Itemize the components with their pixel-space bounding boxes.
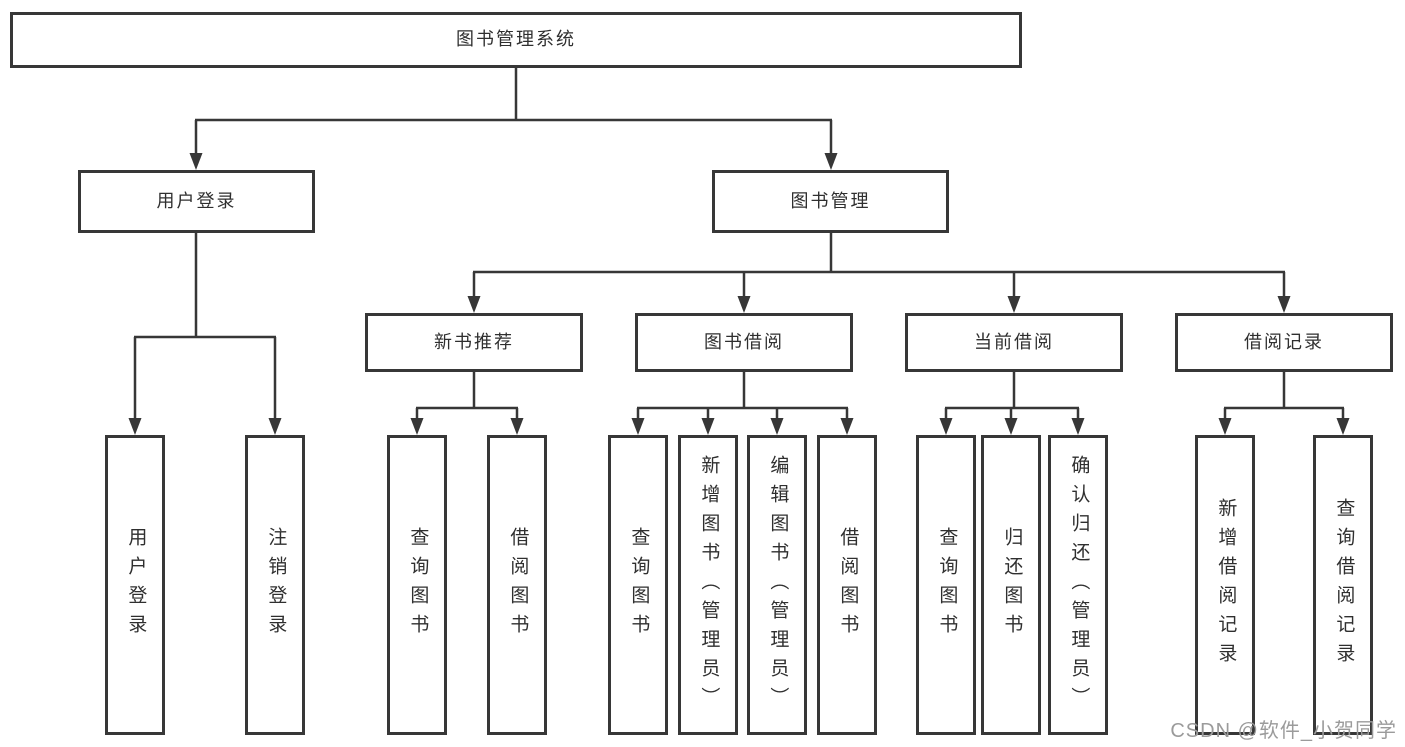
leaf-query-borrow-record: 查询借阅记录 (1313, 435, 1373, 735)
leaf-user-login-label: 用户登录 (125, 527, 147, 643)
node-root-label: 图书管理系统 (456, 29, 576, 50)
leaf-return-books: 归还图书 (981, 435, 1041, 735)
node-borrow-records-label: 借阅记录 (1244, 331, 1324, 352)
connector-book-management-to-level2 (467, 233, 1291, 313)
connector-book-borrow-to-leaves (631, 372, 854, 435)
leaf-borrow-books-label: 借阅图书 (837, 527, 859, 643)
node-new-book-recommend-label: 新书推荐 (434, 331, 514, 352)
leaf-query-borrow-record-label: 查询借阅记录 (1333, 498, 1355, 672)
leaf-add-book-admin: 新增图书（管理员） (678, 435, 738, 735)
leaf-query-books-borrow: 查询图书 (608, 435, 668, 735)
leaf-confirm-return-admin-label: 确认归还（管理员） (1068, 454, 1090, 716)
leaf-query-books-recommend: 查询图书 (387, 435, 447, 735)
leaf-add-borrow-record-label: 新增借阅记录 (1215, 498, 1237, 672)
connector-borrow-records-to-leaves (1218, 372, 1350, 435)
connector-root-to-level1 (189, 68, 838, 170)
node-book-borrow-label: 图书借阅 (704, 331, 784, 352)
leaf-add-book-admin-label: 新增图书（管理员） (698, 454, 720, 716)
leaf-return-books-label: 归还图书 (1001, 527, 1023, 643)
connector-new-book-recommend-to-leaves (410, 372, 524, 435)
leaf-query-books-recommend-label: 查询图书 (407, 527, 429, 643)
leaf-user-login: 用户登录 (105, 435, 165, 735)
node-current-borrow: 当前借阅 (905, 313, 1123, 372)
leaf-confirm-return-admin: 确认归还（管理员） (1048, 435, 1108, 735)
connector-user-login-to-leaves (128, 233, 282, 435)
leaf-edit-book-admin-label: 编辑图书（管理员） (767, 454, 789, 716)
node-new-book-recommend: 新书推荐 (365, 313, 583, 372)
node-root: 图书管理系统 (10, 12, 1022, 68)
leaf-logout-label: 注销登录 (265, 527, 287, 643)
leaf-query-books-current: 查询图书 (916, 435, 976, 735)
node-book-management-label: 图书管理 (790, 190, 871, 211)
leaf-query-books-borrow-label: 查询图书 (628, 527, 650, 643)
leaf-add-borrow-record: 新增借阅记录 (1195, 435, 1255, 735)
watermark: CSDN @软件_小贺同学 (1170, 720, 1397, 742)
node-user-login: 用户登录 (78, 170, 315, 233)
node-book-management: 图书管理 (712, 170, 949, 233)
node-borrow-records: 借阅记录 (1175, 313, 1393, 372)
node-current-borrow-label: 当前借阅 (974, 331, 1054, 352)
leaf-borrow-books-recommend-label: 借阅图书 (507, 527, 529, 643)
leaf-borrow-books-recommend: 借阅图书 (487, 435, 547, 735)
leaf-query-books-current-label: 查询图书 (936, 527, 958, 643)
leaf-edit-book-admin: 编辑图书（管理员） (747, 435, 807, 735)
node-book-borrow: 图书借阅 (635, 313, 853, 372)
connector-current-borrow-to-leaves (939, 372, 1085, 435)
node-user-login-label: 用户登录 (156, 190, 237, 211)
leaf-logout: 注销登录 (245, 435, 305, 735)
leaf-borrow-books: 借阅图书 (817, 435, 877, 735)
